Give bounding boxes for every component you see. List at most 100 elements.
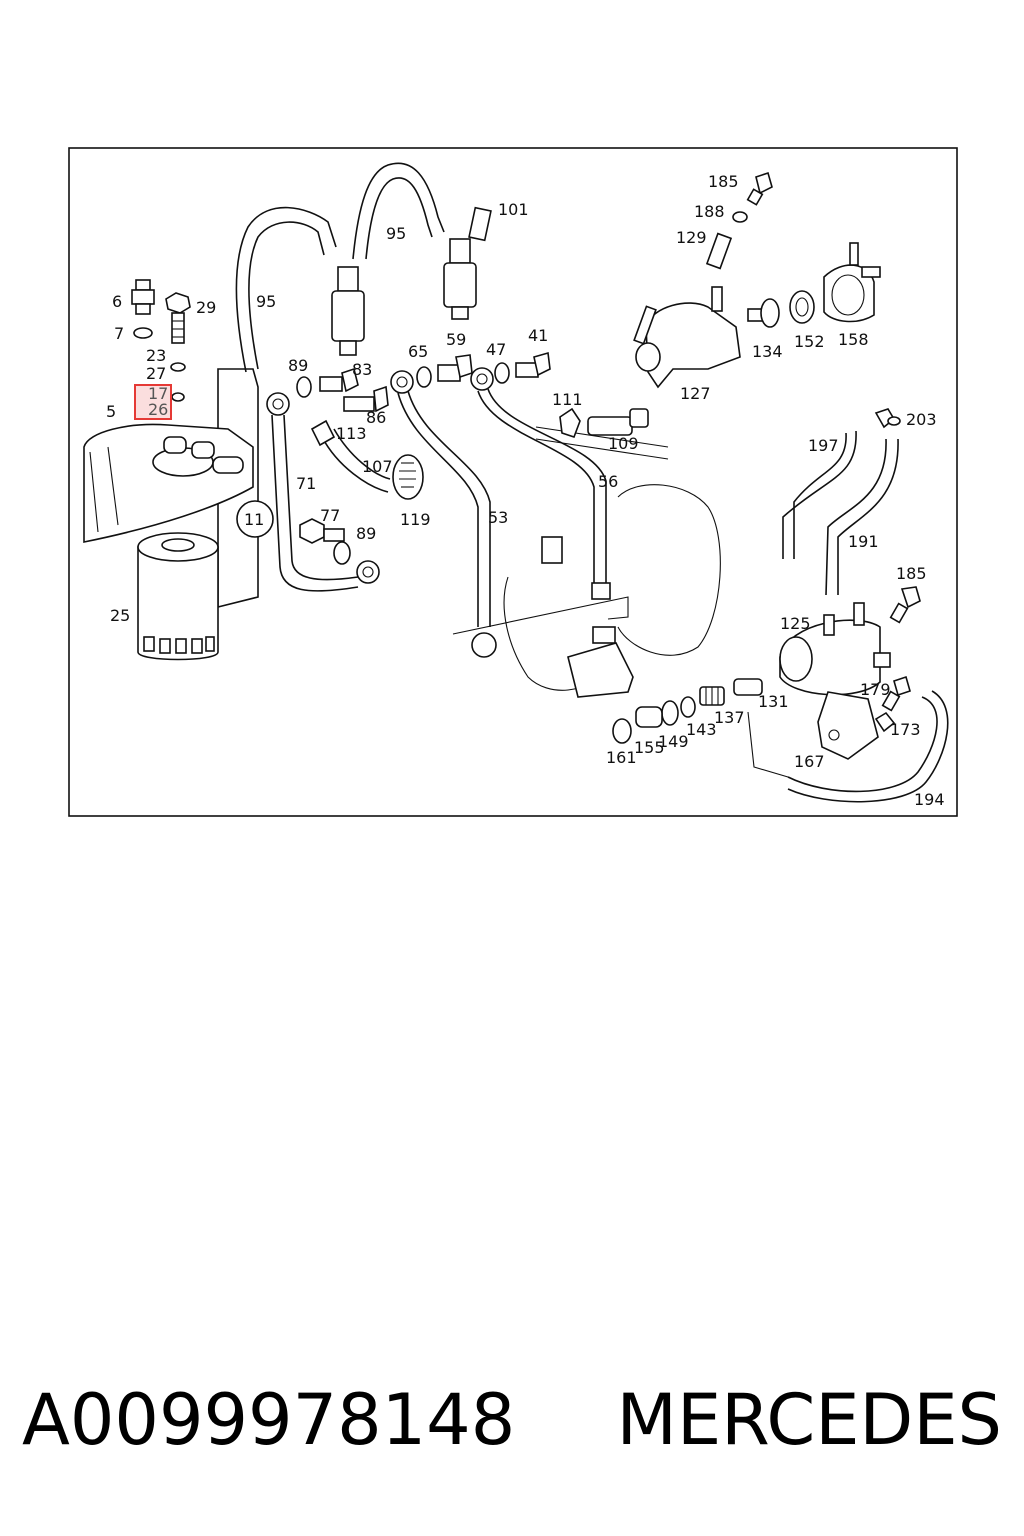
seal-149 — [680, 696, 696, 718]
banjo-nipple-6 — [131, 279, 155, 339]
banjo-bolt-86 — [343, 385, 389, 413]
screw-173 — [874, 711, 896, 733]
fuel-filter-25 — [137, 532, 219, 661]
seal-161 — [612, 718, 632, 744]
callout-109: 109 — [608, 434, 639, 453]
union-47-41 — [470, 351, 551, 391]
part-number: A0099978148 — [22, 1379, 516, 1461]
callout-25: 25 — [110, 606, 130, 625]
callout-11: 11 — [244, 510, 264, 529]
screw-185-top — [746, 171, 773, 206]
hollow-bolt-29 — [165, 292, 191, 344]
callout-41: 41 — [528, 326, 548, 345]
sleeve-129 — [705, 232, 733, 270]
pump-neck — [592, 626, 616, 644]
callout-185b: 185 — [896, 564, 927, 583]
callout-143: 143 — [686, 720, 717, 739]
screw-179 — [881, 675, 911, 712]
callout-47: 47 — [486, 340, 506, 359]
callout-labels: 185 188 129 101 95 95 6 29 7 23 27 5 89 … — [106, 172, 945, 809]
leader-137 — [747, 711, 789, 778]
callout-59: 59 — [446, 330, 466, 349]
fitting-155 — [635, 706, 663, 728]
valve-housing-127 — [633, 286, 741, 389]
hose-95-right-inner — [365, 177, 433, 260]
callout-89b: 89 — [356, 524, 376, 543]
hose-95-left-inner — [248, 221, 325, 370]
screw-185-right — [889, 586, 921, 624]
callout-5: 5 — [106, 402, 116, 421]
callout-111: 111 — [552, 390, 583, 409]
fuel-line-71 — [271, 414, 359, 592]
footer-caption: A0099978148 MERCEDES — [0, 1375, 1024, 1465]
callout-161: 161 — [606, 748, 637, 767]
callout-167: 167 — [794, 752, 825, 771]
callout-188: 188 — [694, 202, 725, 221]
callout-191: 191 — [848, 532, 879, 551]
union-65-59 — [390, 354, 473, 394]
callout-107: 107 — [362, 457, 393, 476]
callout-197: 197 — [808, 436, 839, 455]
banjo-89-eye — [266, 392, 290, 416]
callout-194: 194 — [914, 790, 945, 809]
seal-ring-26 — [171, 392, 185, 402]
callout-101: 101 — [498, 200, 529, 219]
hollow-bolt-77 — [299, 518, 345, 544]
seal-ring-89b — [333, 541, 351, 565]
clip-111 — [559, 407, 581, 439]
callout-137: 137 — [714, 708, 745, 727]
fitting-113 — [310, 419, 336, 447]
valve-body-left — [331, 266, 365, 356]
highlighted-callout-17-26: 17 26 — [134, 384, 172, 420]
callout-127: 127 — [680, 384, 711, 403]
hose-194 — [787, 696, 938, 793]
callout-26: 26 — [148, 400, 168, 419]
union-nut-56 — [591, 582, 611, 600]
fitting-109 — [587, 408, 649, 436]
callout-158: 158 — [838, 330, 869, 349]
banjo-bolt-83 — [296, 367, 359, 398]
brand-name: MERCEDES — [616, 1379, 1002, 1461]
clip-203 — [874, 408, 901, 429]
callout-23: 23 — [146, 346, 166, 365]
callout-134: 134 — [752, 342, 783, 361]
valve-134 — [747, 298, 780, 328]
callout-65: 65 — [408, 342, 428, 361]
filter-housing — [83, 368, 259, 609]
callout-179: 179 — [860, 680, 891, 699]
callout-203: 203 — [906, 410, 937, 429]
exploded-parts-diagram: 185 188 129 101 95 95 6 29 7 23 27 5 89 … — [68, 147, 958, 817]
callout-71: 71 — [296, 474, 316, 493]
hose-191 — [825, 438, 887, 596]
seal-ring-27 — [170, 362, 186, 372]
callout-7: 7 — [114, 324, 124, 343]
callout-86: 86 — [366, 408, 386, 427]
hose-197 — [782, 430, 857, 559]
reference-circle-11 — [236, 500, 274, 538]
callout-149: 149 — [658, 732, 689, 751]
strainer-119 — [392, 454, 424, 500]
callout-185: 185 — [708, 172, 739, 191]
callout-83: 83 — [352, 360, 372, 379]
banjo-53-eye — [471, 632, 497, 658]
seal-155 — [661, 700, 679, 726]
callout-56: 56 — [598, 472, 618, 491]
valve-body-right — [443, 238, 477, 320]
callout-131: 131 — [758, 692, 789, 711]
callout-53: 53 — [488, 508, 508, 527]
hose-95-left-outer — [235, 206, 337, 373]
callout-89: 89 — [288, 356, 308, 375]
callout-113: 113 — [336, 424, 367, 443]
hose-95-right-outer — [352, 162, 445, 260]
washer-188 — [732, 211, 748, 223]
callout-95-right: 95 — [386, 224, 406, 243]
supply-pump-lower-right — [779, 602, 891, 760]
injection-pump-outline — [452, 426, 721, 698]
housing-158 — [823, 242, 881, 323]
callout-173: 173 — [890, 720, 921, 739]
ring-152 — [789, 290, 815, 324]
callout-17: 17 — [148, 384, 168, 403]
spring-143 — [699, 686, 725, 706]
callout-152: 152 — [794, 332, 825, 351]
callout-27: 27 — [146, 364, 166, 383]
